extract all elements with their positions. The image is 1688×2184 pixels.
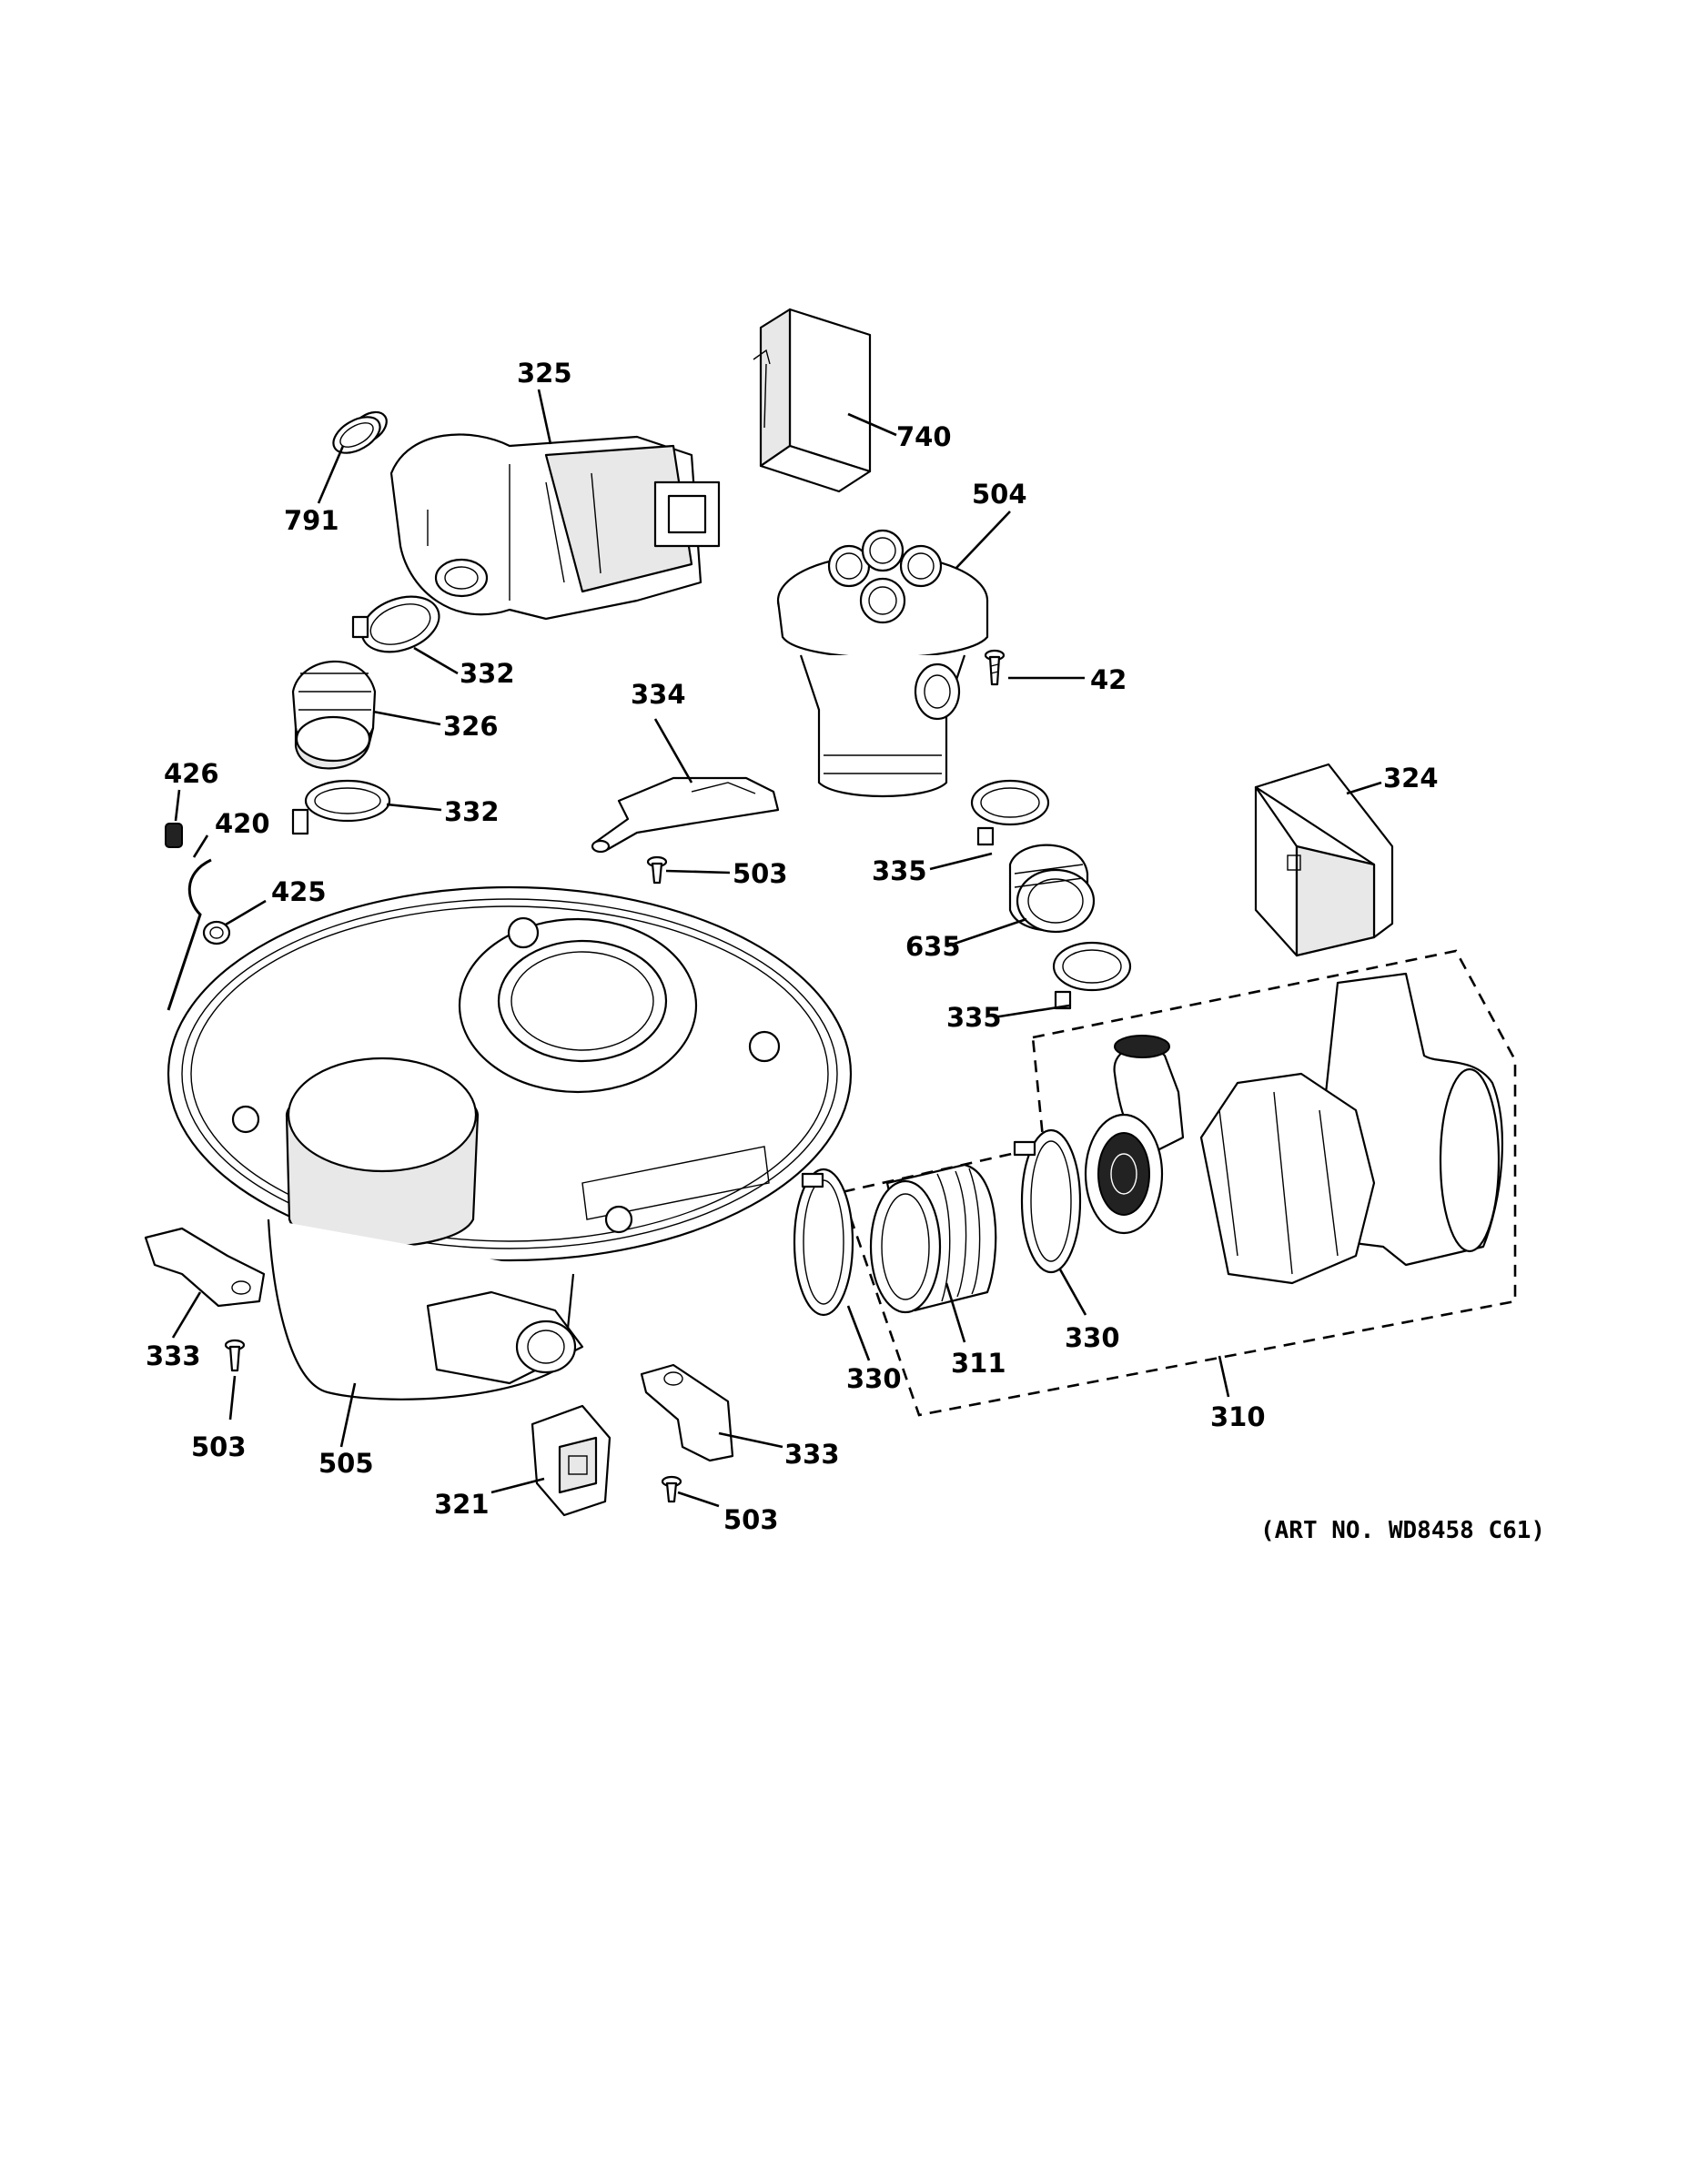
callout-330-right: 330 — [1065, 1322, 1120, 1353]
part-42-screw[interactable] — [984, 649, 1006, 686]
callout-426: 426 — [164, 758, 219, 789]
callout-42: 42 — [1090, 664, 1127, 695]
part-504-diverter[interactable] — [776, 529, 989, 798]
callout-311: 311 — [951, 1348, 1006, 1379]
part-503-screw-b[interactable] — [224, 1339, 246, 1372]
callout-503-b: 503 — [191, 1431, 247, 1462]
callout-335-lower: 335 — [946, 1002, 1002, 1033]
part-426-plug[interactable] — [165, 823, 183, 848]
part-325-pump-assembly[interactable] — [345, 406, 721, 621]
callout-334: 334 — [631, 679, 686, 710]
callout-325: 325 — [517, 358, 572, 389]
callout-labels: 325 740 791 504 42 332 326 332 334 426 4… — [146, 358, 1545, 1544]
callout-321: 321 — [434, 1489, 490, 1520]
part-310-assembly-outline[interactable] — [840, 949, 1517, 1417]
part-324-cover[interactable] — [1254, 763, 1394, 957]
part-332-clamp-upper[interactable] — [351, 587, 447, 662]
part-335-clamp-lower[interactable] — [1052, 941, 1132, 1010]
part-330-clamp-right[interactable] — [1013, 1128, 1082, 1274]
callout-504: 504 — [972, 479, 1027, 510]
part-425-grommet[interactable] — [202, 920, 231, 945]
callout-332-upper: 332 — [460, 658, 515, 689]
callout-333-right: 333 — [784, 1439, 840, 1470]
callout-310: 310 — [1210, 1401, 1266, 1432]
part-505-sump[interactable] — [167, 885, 853, 1400]
part-420-clip[interactable] — [167, 858, 212, 1011]
callout-503-c: 503 — [723, 1504, 779, 1535]
part-334-bracket[interactable] — [591, 776, 780, 854]
callout-791: 791 — [284, 505, 339, 536]
part-791-ring[interactable] — [328, 410, 386, 460]
callout-335-upper: 335 — [872, 855, 927, 886]
part-333-bracket-right[interactable] — [640, 1363, 734, 1462]
callout-330-left: 330 — [846, 1363, 902, 1394]
part-326-hose[interactable] — [291, 660, 377, 770]
part-311-hose[interactable] — [869, 1163, 997, 1314]
part-330-clamp-left[interactable] — [793, 1168, 854, 1317]
callout-503-a: 503 — [733, 858, 788, 889]
part-321-sensor[interactable] — [531, 1404, 612, 1517]
part-332-clamp-lower[interactable] — [291, 779, 391, 835]
callout-332-lower: 332 — [444, 796, 500, 827]
callout-635: 635 — [905, 931, 961, 962]
part-335-clamp-upper[interactable] — [970, 779, 1050, 846]
part-503-screw-c[interactable] — [661, 1475, 682, 1503]
callout-740: 740 — [896, 421, 952, 452]
callout-333-left: 333 — [146, 1340, 201, 1371]
callout-324: 324 — [1383, 763, 1439, 794]
part-635-hose[interactable] — [1008, 844, 1096, 934]
callout-420: 420 — [215, 808, 270, 839]
part-503-screw-a[interactable] — [646, 855, 668, 885]
callout-326: 326 — [443, 711, 499, 742]
part-333-bracket-left[interactable] — [144, 1227, 266, 1308]
callout-425: 425 — [271, 876, 327, 907]
art-number: (ART NO. WD8458 C61) — [1260, 1517, 1545, 1544]
part-740-cover[interactable] — [753, 308, 872, 493]
part-310-pump-motor[interactable] — [1084, 972, 1503, 1285]
leader-lines — [171, 389, 1382, 1508]
callout-505: 505 — [318, 1448, 374, 1479]
